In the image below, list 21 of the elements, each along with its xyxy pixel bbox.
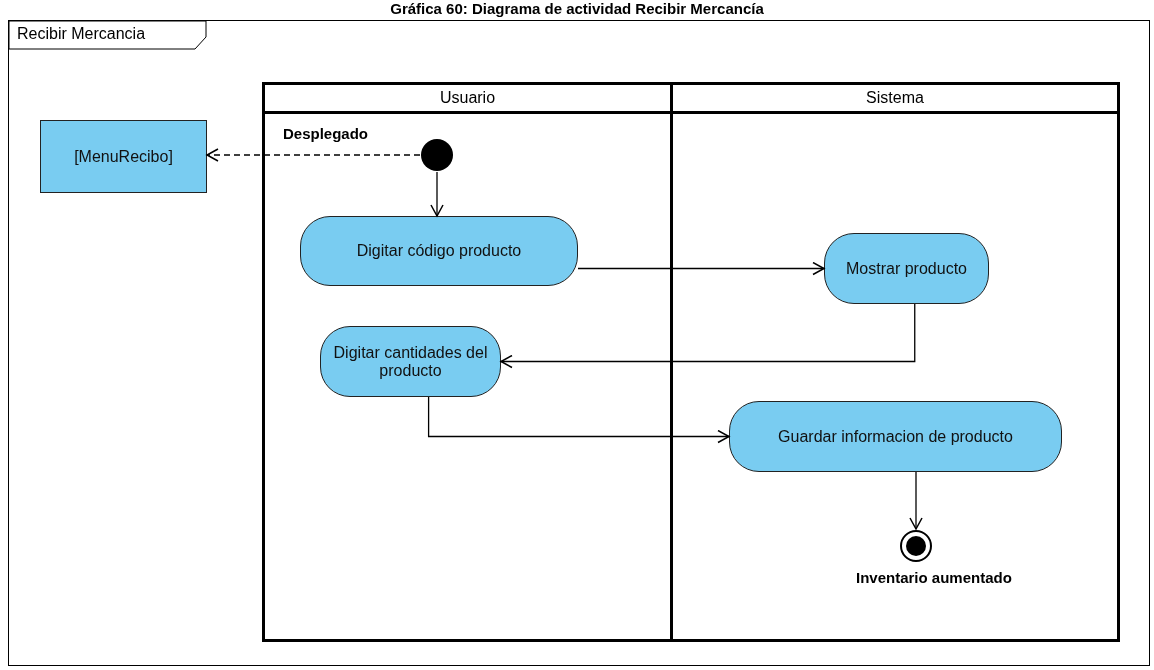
action-node: Guardar informacion de producto <box>729 401 1062 472</box>
swimlane-header: Sistema <box>673 85 1117 114</box>
diagram-frame <box>8 20 1150 666</box>
control-flow-arrow <box>427 396 730 444</box>
diagram-title: Gráfica 60: Diagrama de actividad Recibir Mercancía <box>389 0 765 17</box>
initial-node <box>420 138 454 172</box>
control-flow-arrow <box>500 303 916 369</box>
frame-heading: Recibir Mercancia <box>17 25 146 43</box>
swimlane <box>670 82 1120 642</box>
object-node: [MenuRecibo] <box>40 120 207 193</box>
final-node <box>899 529 933 563</box>
control-flow-arrow <box>909 471 923 530</box>
action-node: Digitar código producto <box>300 216 578 286</box>
action-node: Mostrar producto <box>824 233 989 304</box>
swimlane-header: Usuario <box>265 85 670 114</box>
action-node: Digitar cantidades del producto <box>320 326 501 397</box>
object-flow-arrow <box>206 148 421 162</box>
control-flow-arrow <box>430 171 444 217</box>
swimlane <box>262 82 673 642</box>
node-caption: Inventario aumentado <box>856 569 1012 586</box>
control-flow-arrow <box>577 261 825 276</box>
